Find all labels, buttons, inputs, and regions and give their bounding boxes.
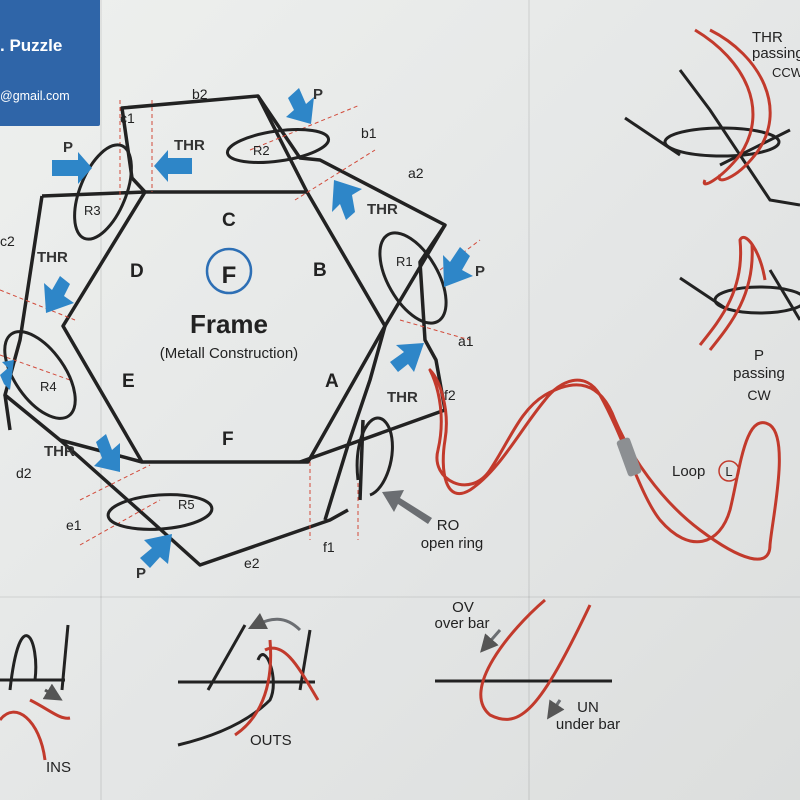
ring-r4	[3, 330, 77, 420]
under-bar-abbr: UN	[577, 699, 599, 716]
ring-r5	[106, 493, 214, 531]
segment-b1: b1	[361, 125, 377, 141]
label-p-r3: P	[63, 139, 73, 156]
ins-label: INS	[46, 759, 71, 776]
paper-fold	[100, 0, 102, 800]
section-d: D	[130, 261, 144, 282]
arrow-p-r1	[443, 247, 473, 287]
p-passing-line2: passing	[733, 365, 785, 382]
p-passing-dir: CW	[747, 387, 771, 403]
label-thr-r2: THR	[367, 201, 398, 218]
segment-a1: a1	[458, 333, 474, 349]
thr-passing-dir: CCW	[772, 65, 800, 80]
over-bar-text: over bar	[434, 615, 489, 632]
over-bar-abbr: OV	[452, 599, 474, 616]
header-email: @gmail.com	[0, 89, 70, 103]
panel-p-passing-diagram	[679, 236, 800, 351]
blue-arrows	[0, 88, 473, 568]
segment-f1: f1	[323, 539, 335, 555]
section-f: F	[222, 429, 234, 450]
label-thr-r3: THR	[174, 137, 205, 154]
ring-r3	[73, 143, 133, 241]
ring-r1	[378, 231, 448, 325]
arrow-thr-r3	[154, 150, 192, 182]
header-title: . Puzzle	[0, 36, 63, 55]
section-c: C	[222, 210, 236, 231]
section-a: A	[325, 371, 339, 392]
label-thr-r5: THR	[44, 443, 75, 460]
open-ring-text: open ring	[421, 535, 484, 552]
thr-passing-line1: THR	[752, 29, 783, 46]
arrow-thr-r5	[94, 434, 120, 472]
label-thr-r1: THR	[387, 389, 418, 406]
open-ring-abbr: RO	[437, 517, 460, 534]
ring-label-r2: R2	[253, 143, 270, 158]
arrow-thr-r1	[390, 343, 424, 372]
panel-ins-diagram	[0, 624, 71, 761]
arrow-thr-r2	[332, 180, 362, 220]
label-p-r2: P	[313, 86, 323, 103]
hexagon-frame	[3, 94, 447, 567]
arrow-p-r5	[140, 534, 172, 568]
cut-lines	[0, 100, 481, 546]
segment-c1: c1	[120, 110, 135, 126]
section-e: E	[122, 371, 135, 392]
segment-e2: e2	[244, 555, 260, 571]
label-thr-r4: THR	[37, 249, 68, 266]
loop-badge-letter: L	[725, 464, 732, 479]
rings	[3, 128, 448, 531]
ring-label-r5: R5	[178, 497, 195, 512]
segment-c2: c2	[0, 233, 15, 249]
ring-r2	[225, 128, 331, 164]
header-banner: . Puzzle @gmail.com	[0, 0, 100, 126]
arrow-p-r4	[0, 360, 14, 390]
paper-fold	[0, 596, 800, 598]
section-b: B	[313, 260, 327, 281]
panel-over-under-diagram	[435, 598, 612, 721]
arrow-thr-r4	[44, 276, 74, 313]
p-passing-line1: P	[754, 347, 764, 364]
frame-title: Frame	[190, 309, 268, 339]
thr-passing-line2: passing	[752, 45, 800, 62]
rope	[428, 368, 781, 561]
panel-outs-diagram	[177, 612, 320, 747]
ring-label-r1: R1	[396, 254, 413, 269]
panel-thr-passing-diagram	[624, 28, 800, 207]
ring-label-r3: R3	[84, 203, 101, 218]
arrow-p-r2	[286, 88, 314, 124]
gray-arrow-ro	[382, 490, 432, 524]
paper-fold	[528, 0, 530, 800]
ring-label-r4: R4	[40, 379, 57, 394]
loop-text: Loop	[672, 463, 705, 480]
label-p-r5: P	[136, 565, 146, 582]
segment-f2: f2	[444, 387, 456, 403]
segment-e1: e1	[66, 517, 82, 533]
arrow-p-r3	[52, 152, 92, 184]
outs-label: OUTS	[250, 732, 292, 749]
segment-d2: d2	[16, 465, 32, 481]
segment-a2: a2	[408, 165, 424, 181]
ring-ro	[355, 416, 394, 497]
loop-badge-circle	[718, 460, 740, 482]
label-p-r1: P	[475, 263, 485, 280]
loop-clamp	[616, 437, 642, 477]
frame-subtitle: (Metall Construction)	[160, 345, 298, 362]
under-bar-text: under bar	[556, 716, 620, 733]
frame-badge-circle	[205, 247, 253, 295]
segment-b2: b2	[192, 86, 208, 102]
frame-badge-letter: F	[222, 262, 237, 289]
